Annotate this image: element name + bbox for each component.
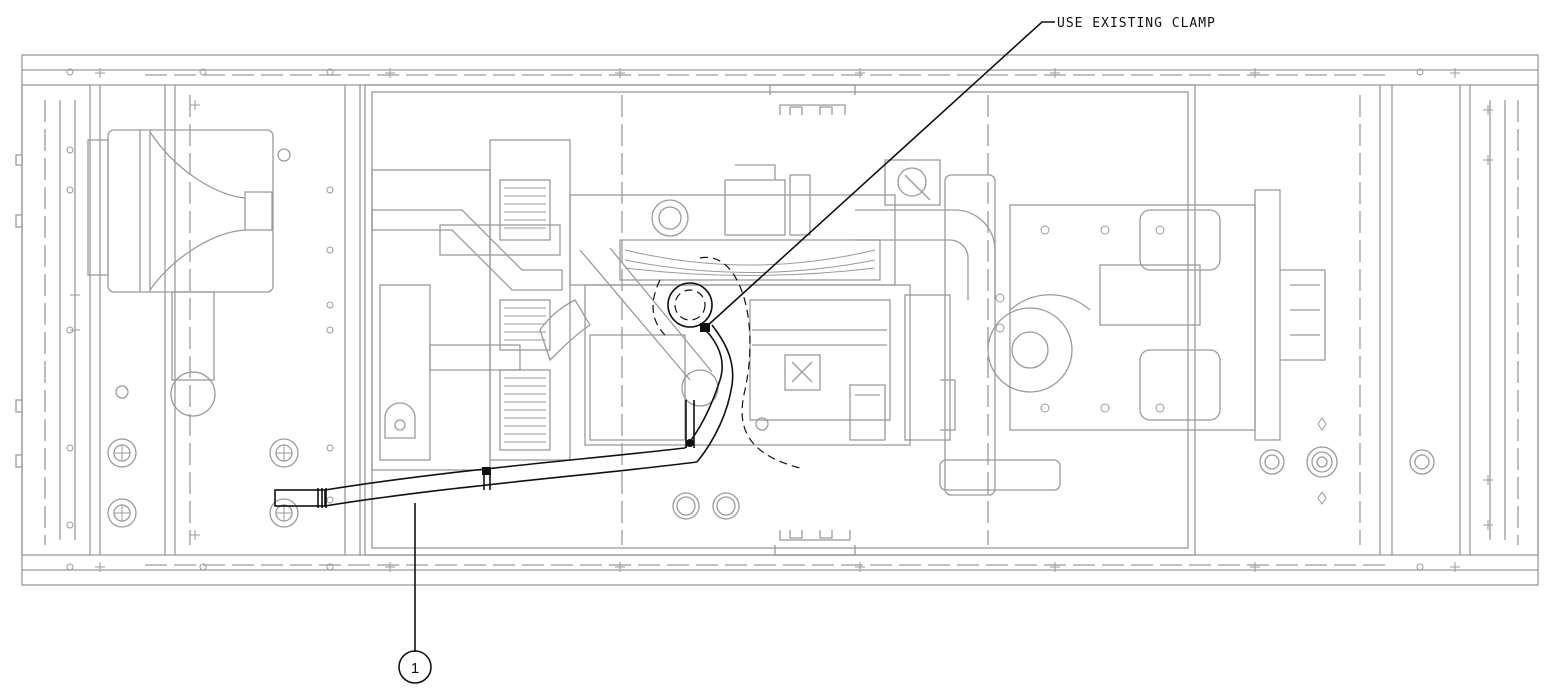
frame-fasteners [66, 68, 1493, 572]
radiator [371, 139, 571, 471]
item-balloon: 1 [398, 503, 432, 684]
air-cleaner [87, 129, 274, 417]
exhaust-pipe [539, 174, 1061, 496]
alternator [987, 189, 1326, 441]
base-frame [15, 54, 1539, 586]
breather-hose [274, 256, 801, 508]
callout-label: USE EXISTING CLAMP [1057, 16, 1216, 31]
item-balloon-number: 1 [411, 660, 419, 677]
clamp-callout: USE EXISTING CLAMP [705, 16, 1216, 328]
engine-block [569, 159, 956, 446]
